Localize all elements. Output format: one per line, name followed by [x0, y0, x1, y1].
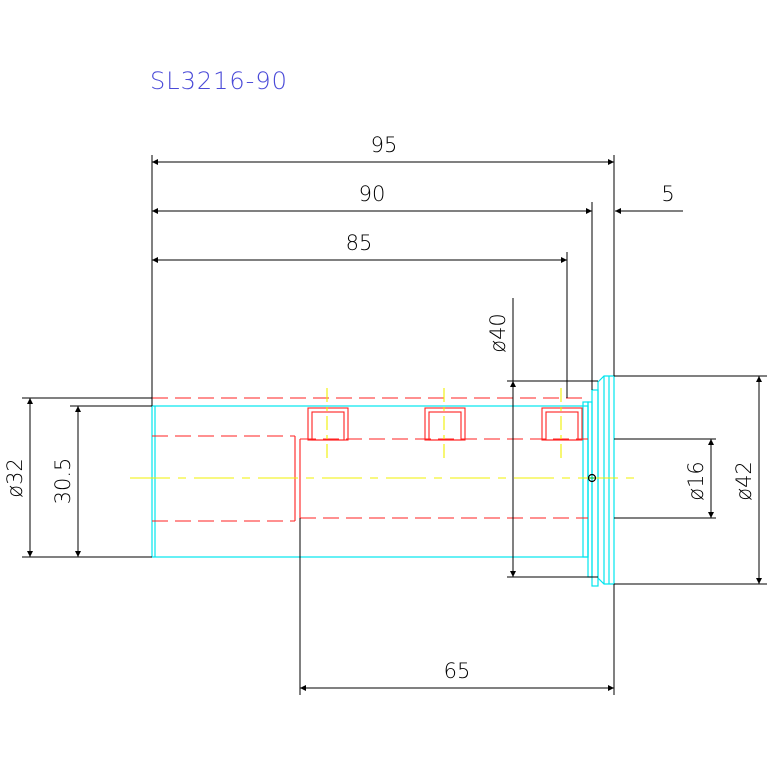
dim-text-85: 85 [346, 231, 373, 255]
pocket-3 [541, 407, 583, 441]
hidden-lines [152, 397, 588, 522]
dim-text-dia42: ø42 [732, 461, 756, 501]
extension-lines [22, 155, 767, 695]
dim-text-90: 90 [359, 182, 386, 206]
dim-text-95: 95 [371, 133, 398, 157]
center-hole-marker [587, 473, 597, 483]
pocket-2 [424, 407, 466, 441]
dim-text-65: 65 [444, 659, 471, 683]
dim-text-dia32: ø32 [3, 458, 27, 498]
pocket-1 [307, 407, 349, 441]
drawing-title: SL3216-90 [150, 67, 288, 95]
dim-text-dia40: ø40 [486, 313, 510, 353]
center-lines [130, 388, 640, 479]
dim-text-5: 5 [661, 182, 674, 206]
dim-text-dia16: ø16 [684, 461, 708, 501]
dim-text-30-5: 30.5 [51, 458, 75, 505]
